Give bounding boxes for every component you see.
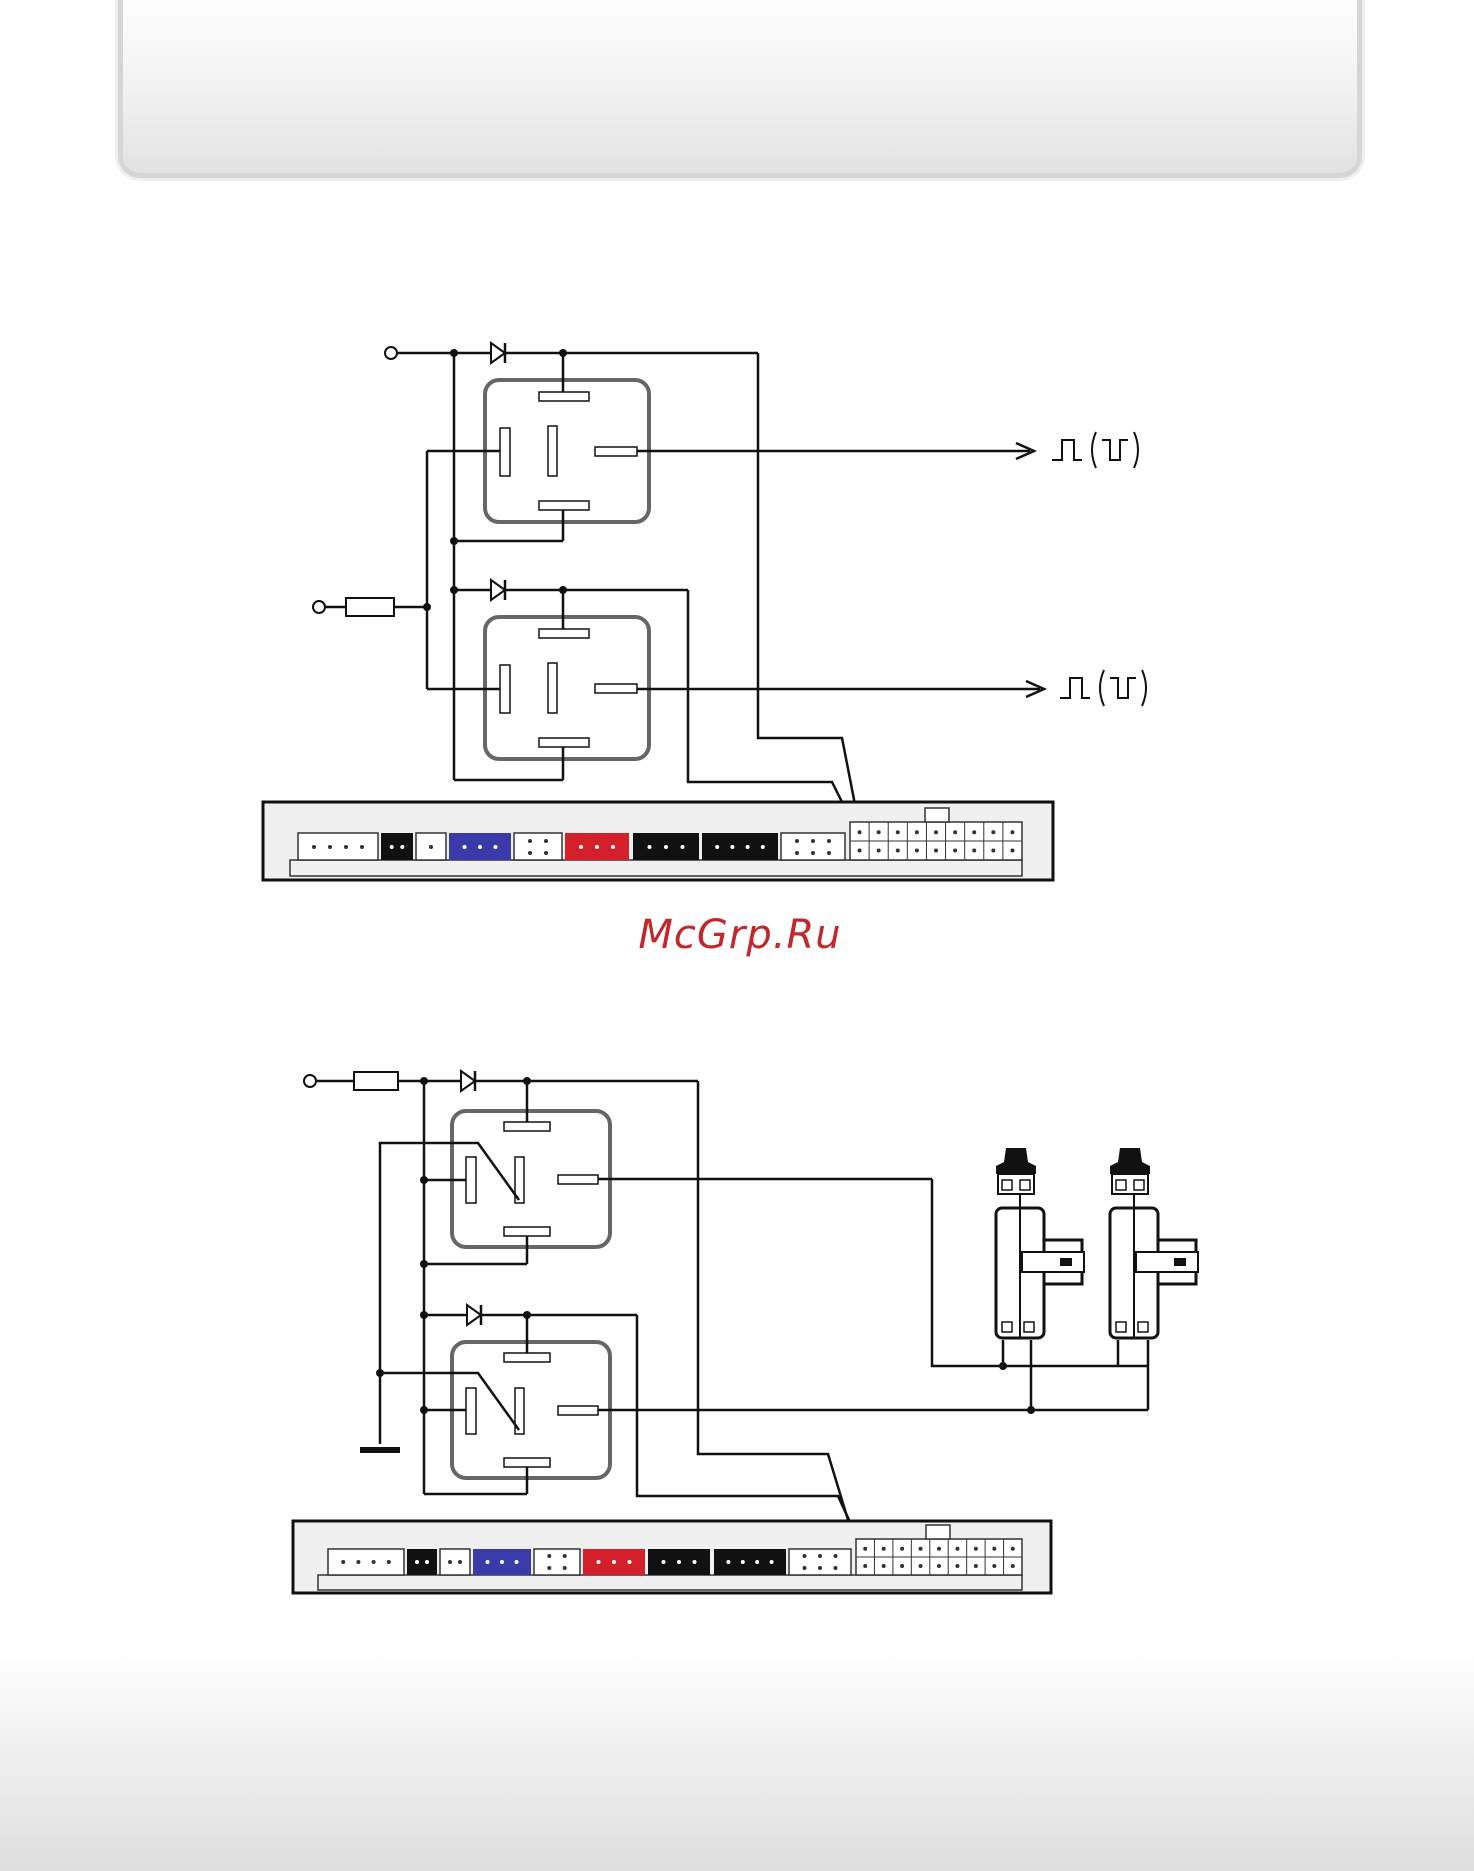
diode-icon bbox=[461, 1071, 475, 1091]
control-unit-bottom bbox=[293, 1521, 1051, 1593]
relay-3 bbox=[452, 1111, 610, 1247]
relay-4 bbox=[452, 1342, 610, 1478]
terminal-bottom bbox=[304, 1075, 316, 1087]
pulse-output-icon bbox=[1060, 670, 1146, 706]
relay-1 bbox=[485, 380, 649, 522]
top-diagram bbox=[313, 347, 1044, 830]
terminal-top-2 bbox=[313, 601, 325, 613]
fuse-top bbox=[346, 598, 394, 616]
pulse-output-icon bbox=[1052, 432, 1138, 468]
diode-icon bbox=[491, 343, 505, 363]
relay-2 bbox=[485, 617, 649, 759]
door-lock-actuator-2 bbox=[1110, 1148, 1198, 1338]
door-lock-actuator-1 bbox=[996, 1148, 1084, 1338]
terminal-top-1 bbox=[385, 347, 397, 359]
fuse-bottom bbox=[354, 1072, 398, 1090]
watermark: McGrp.Ru bbox=[560, 912, 920, 958]
diode-icon bbox=[491, 580, 505, 600]
diode-icon bbox=[467, 1305, 481, 1325]
control-unit-top bbox=[263, 802, 1053, 880]
